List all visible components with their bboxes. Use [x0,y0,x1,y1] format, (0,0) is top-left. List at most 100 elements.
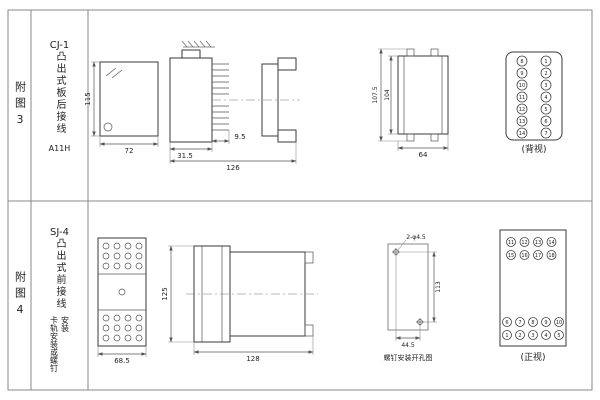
figure-3-cell: 附图3 [8,10,31,201]
cj1-cutout-view-drawing: 107.5 104 64 [372,48,449,159]
terminal-number: 12 [521,240,527,246]
cj1-title-cell: CJ-1 凸出式板后接线 A11H [31,10,88,201]
terminal-1 [502,330,512,340]
figure-3-label: 附图3 [13,80,27,131]
terminal-number: 5 [544,107,547,113]
terminal-number: 5 [557,333,560,339]
screw-dot [113,324,121,332]
block-terminal-dots [102,242,143,342]
dim-sj4-front-width: 68.5 [114,357,130,365]
terminal-12 [519,237,530,247]
terminal-number: 16 [521,253,527,259]
terminal-number: 14 [519,131,525,137]
terminal-number: 3 [544,83,547,89]
terminal-4 [540,91,552,103]
sj4-title-cell: SJ-4 凸出式前接线 卡轨安装或螺钉安装 [31,201,88,390]
terminal-number: 7 [518,320,521,326]
terminal-2 [540,67,552,79]
front-view-label: (正视) [520,351,545,363]
dim-cj1-cutout-outer-height: 107.5 [372,86,379,103]
terminal-8 [528,317,538,327]
screw-dot [135,314,143,322]
cj1-side-view-drawing: 31.5 9.5 126 [169,40,300,172]
terminal-number: 4 [544,95,547,101]
screw-dot [124,252,132,260]
rear-view-label: (背视) [521,143,546,155]
terminal-number: 8 [531,320,534,326]
terminal-number: 1 [544,59,547,65]
sj4-mount-label: 卡轨安装或螺钉安装 [49,316,70,372]
dim-cj1-body-depth: 31.5 [177,152,193,160]
terminal-10 [554,317,564,327]
terminal-number: 1 [505,333,508,339]
terminal-7 [540,127,552,139]
terminal-number: 3 [531,333,534,339]
terminal-11 [516,91,528,103]
terminal-number: 13 [519,119,525,125]
sj4-front-block-drawing: 68.5 [97,237,147,365]
terminal-4 [541,330,551,340]
dim-cj1-total-depth: 126 [226,164,240,172]
screw-dot [113,262,121,270]
sj4-side-view-drawing: 125 128 [161,245,318,363]
terminal-number: 11 [508,240,514,246]
figure-4-cell: 附图4 [8,201,31,390]
terminal-number: 10 [556,320,562,326]
terminal-9 [516,67,528,79]
terminal-13 [533,237,543,247]
terminal-number: 7 [544,131,547,137]
terminal-3 [540,79,552,91]
terminal-17 [533,250,543,260]
terminal-15 [506,250,516,260]
terminal-6 [540,115,552,127]
screw-dot [135,252,143,260]
dim-sj4-drill-height: 113 [435,281,442,293]
terminal-11 [506,237,516,247]
terminal-number: 18 [548,253,554,259]
cj1-front-view-drawing: 115 72 [84,61,159,155]
terminal-3 [528,330,538,340]
terminal-number: 11 [519,95,525,101]
terminal-number: 14 [548,240,554,246]
screw-dot [102,262,110,270]
screw-dot [113,252,121,260]
screw-dot [135,262,143,270]
screw-dot [124,334,132,342]
terminal-number: 9 [520,71,523,77]
dim-cj1-cutout-inner-height: 104 [384,89,391,101]
cj1-code-label: A11H [48,144,71,153]
screw-dot [124,262,132,270]
dim-cj1-cutout-width: 64 [419,151,428,159]
dim-cj1-pin-length: 9.5 [234,133,245,141]
sj4-model-label: SJ-4 [50,227,69,238]
terminal-number: 8 [520,59,523,65]
terminal-5 [554,330,564,340]
terminal-number: 15 [508,253,514,259]
screw-dot [124,314,132,322]
terminal-number: 2 [518,333,521,339]
screw-dot [135,324,143,332]
screw-dot [102,324,110,332]
cj1-type-label: 凸出式板后接线 [54,51,65,135]
terminal-9 [541,317,551,327]
dim-sj4-drill-width: 44.5 [401,342,415,349]
terminal-number: 12 [519,107,525,113]
screw-dot [102,314,110,322]
terminal-1 [540,55,552,67]
terminal-16 [519,250,530,260]
cj1-model-label: CJ-1 [49,40,70,51]
dim-cj1-front-width: 72 [125,147,134,155]
terminal-2 [515,330,525,340]
terminal-number: 13 [535,240,541,246]
sj4-type-label: 凸出式前接线 [54,238,65,310]
terminal-7 [515,317,525,327]
sj4-drill-diagram: 2-φ4.5 113 44.5 螺钉安装开孔图 [384,234,443,362]
terminal-number: 6 [544,119,547,125]
dim-sj4-drill-note: 2-φ4.5 [406,234,426,241]
terminal-14 [546,237,557,247]
terminal-number: 9 [544,320,547,326]
